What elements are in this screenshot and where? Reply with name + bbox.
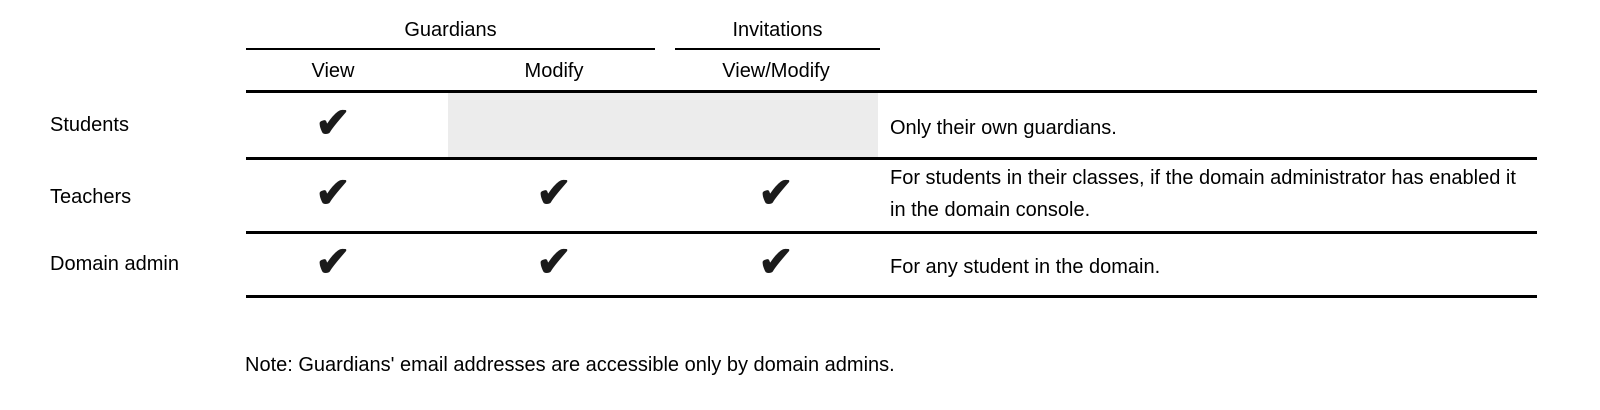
header-rule (246, 90, 1537, 93)
column-header-modify: Modify (524, 60, 584, 82)
column-header-view-modify: View/Modify (722, 60, 830, 82)
row-label-domain-admin: Domain admin (50, 253, 179, 275)
check-icon: ✔ (758, 169, 794, 216)
row-label-teachers: Teachers (50, 186, 132, 208)
invitations-underline (675, 48, 880, 50)
row-rule-after-students (246, 157, 1537, 160)
check-icon: ✔ (536, 169, 572, 216)
column-group-guardians-label: Guardians (404, 19, 497, 41)
no-access-shaded-cell (448, 93, 878, 157)
check-icon: ✔ (758, 238, 794, 285)
column-group-invitations-label: Invitations (732, 19, 823, 41)
check-icon: ✔ (315, 169, 351, 216)
row-label-students: Students (50, 114, 129, 136)
check-icon: ✔ (315, 238, 351, 285)
row-note-students: Only their own guardians. (890, 117, 1117, 139)
column-header-view: View (311, 60, 355, 82)
check-icon: ✔ (536, 238, 572, 285)
check-icon: ✔ (315, 99, 351, 146)
footnote: Note: Guardians' email addresses are acc… (245, 354, 895, 376)
guardians-underline (246, 48, 655, 50)
row-note-domain-admin: For any student in the domain. (890, 256, 1161, 278)
row-note-teachers: For students in their classes, if the do… (890, 167, 1516, 221)
row-rule-after-domain-admin (246, 295, 1537, 298)
row-rule-after-teachers (246, 231, 1537, 234)
